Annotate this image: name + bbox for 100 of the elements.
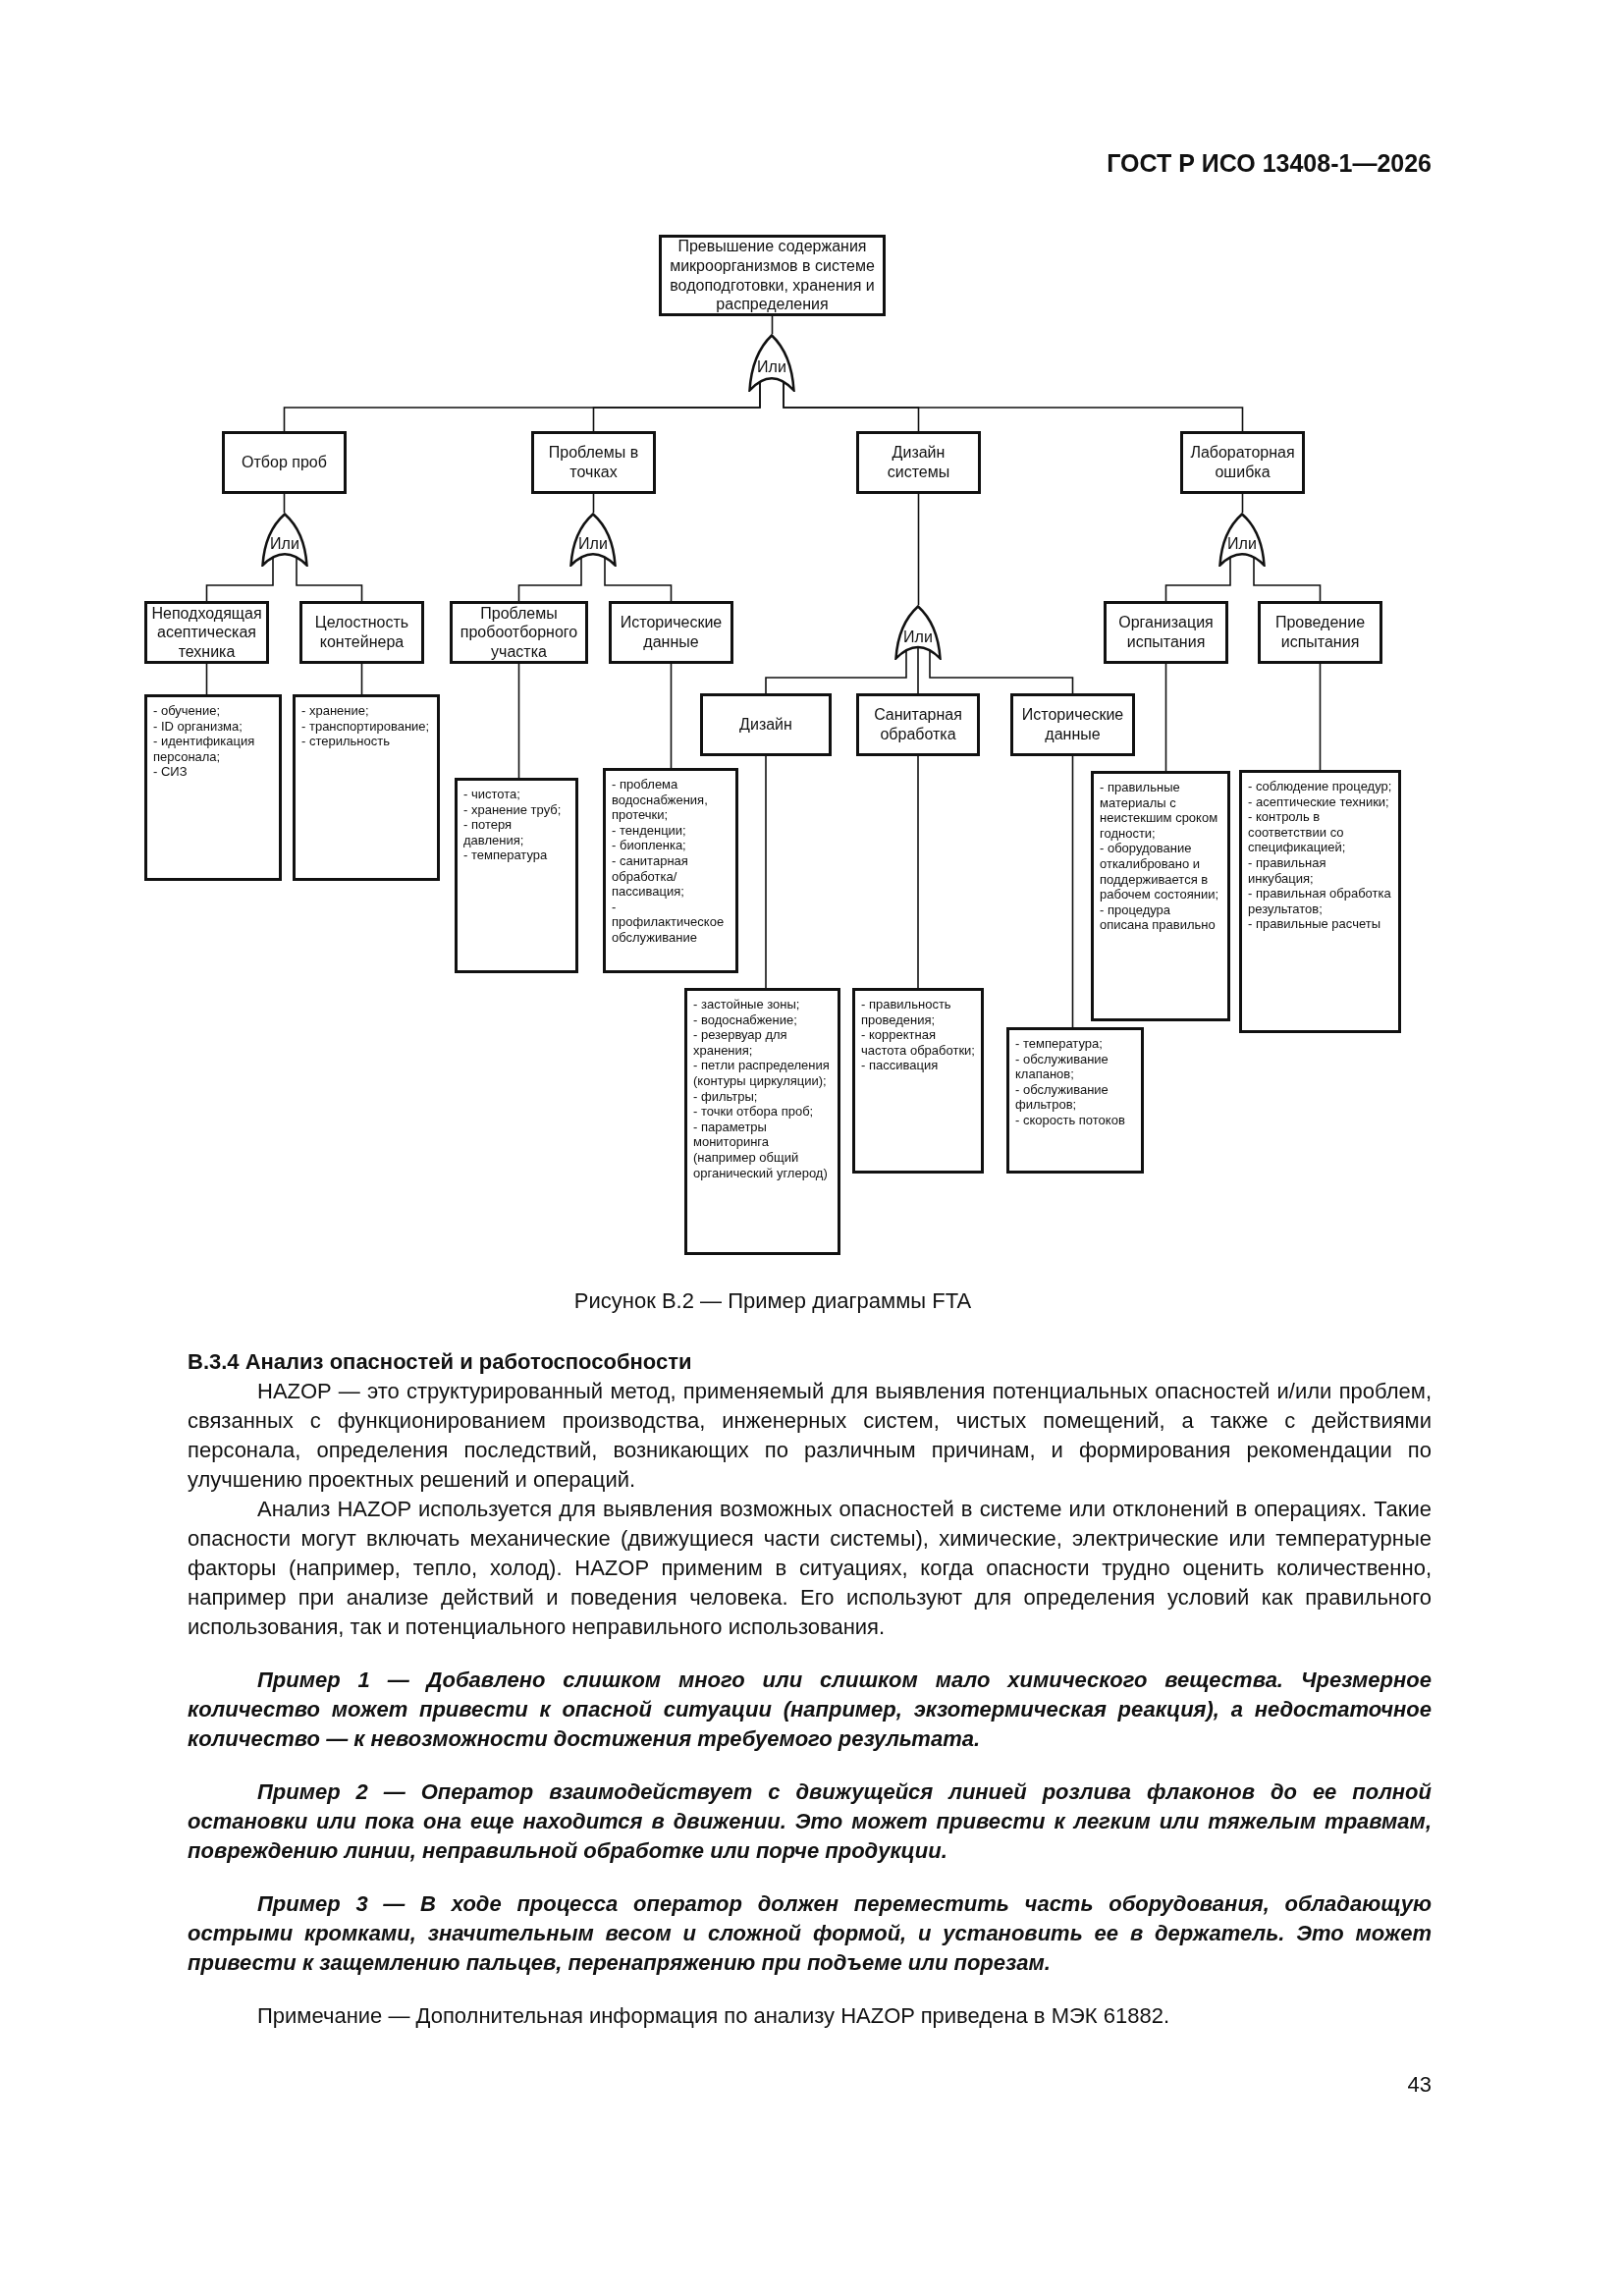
box-text: Неподходящая асептическая техника bbox=[151, 603, 262, 662]
list-item: - правильные материалы с неистекшим сроком годности; bbox=[1100, 780, 1219, 842]
list-item: - СИЗ bbox=[153, 764, 189, 780]
event-box bbox=[1258, 601, 1382, 664]
connector-line bbox=[592, 493, 595, 514]
list-item: - точки отбора проб; bbox=[693, 1104, 815, 1120]
example-paragraph: Пример 2 — Оператор взаимодействует с движущейся линией розлива флаконов до ее полной остановки или пока она еще находится в движении. Это может привести к легким или тяжелым травмам, повреждению линии, неправильной обработке или порче продукции. bbox=[188, 1778, 1432, 1865]
box-text: Превышение содержания микроорганизмов в системе водоподготовки, хранения и распределения bbox=[669, 237, 876, 314]
note-paragraph: Примечание — Дополнительная информация по анализу HAZOP приведена в МЭК 61882. bbox=[256, 2002, 1171, 2030]
list-item: - стерильность bbox=[301, 734, 391, 749]
event-box bbox=[299, 601, 424, 664]
event-box bbox=[450, 601, 588, 664]
body-paragraph: Анализ HAZOP используется для выявления возможных опасностей в системе или отклонений в операциях. Такие опасности могут включать механические (движущиеся части системы), химические, электрические или температурные факторы (например, тепло, холод). HAZOP применим в ситуациях, когда опасности трудно оценить количественно, например при анализе действий и поведения человека. Его используют для определения условий как правильного использования, так и потенциального неправильного использования. bbox=[188, 1496, 1432, 1641]
list-box bbox=[1091, 771, 1230, 1021]
list-item: - профилактическое обслуживание bbox=[612, 899, 726, 946]
box-text: Проблемы пробоотборного участка bbox=[459, 603, 579, 662]
connector-line bbox=[1164, 663, 1167, 772]
list-item: - контроль в соответствии со спецификацией; bbox=[1248, 809, 1347, 855]
section-heading: В.3.4 Анализ опасностей и работоспособности bbox=[188, 1348, 693, 1376]
connector-line bbox=[670, 663, 673, 769]
gate-label: Или bbox=[902, 628, 934, 646]
event-box bbox=[1010, 693, 1135, 756]
list-item: - чистота; bbox=[463, 787, 521, 802]
list-box bbox=[455, 778, 578, 973]
list-item: - правильная инкубация; bbox=[1248, 854, 1327, 887]
connector-line bbox=[765, 755, 767, 989]
list-item: - идентификация персонала; bbox=[153, 734, 256, 765]
box-text: Санитарная обработка bbox=[873, 705, 963, 744]
list-box bbox=[852, 988, 984, 1174]
list-item: - ID организма; bbox=[153, 718, 243, 735]
event-box bbox=[609, 601, 733, 664]
list-box bbox=[293, 694, 440, 881]
list-item: - биопленка; bbox=[612, 838, 687, 853]
list-item: - корректная частота обработки; bbox=[861, 1027, 975, 1059]
event-box bbox=[1180, 431, 1305, 494]
connector-line bbox=[1071, 755, 1074, 1028]
connector-line bbox=[205, 663, 208, 695]
list-item: - транспортирование; bbox=[301, 718, 431, 735]
list-item: - обслуживание фильтров; bbox=[1015, 1081, 1109, 1113]
event-box bbox=[531, 431, 656, 494]
list-item: - правильная обработка результатов; bbox=[1248, 886, 1392, 917]
connector-line bbox=[1241, 493, 1244, 514]
page-number: 43 bbox=[1406, 2072, 1432, 2098]
box-text: Проведение испытания bbox=[1273, 613, 1367, 652]
list-item: - водоснабжение; bbox=[693, 1011, 798, 1028]
list-item: - обслуживание клапанов; bbox=[1015, 1051, 1109, 1082]
figure-caption: Рисунок В.2 — Пример диаграммы FTA bbox=[572, 1288, 973, 1314]
example-paragraph: Пример 3 — В ходе процесса оператор должен переместить часть оборудования, обладающую острыми кромками, значительным весом и сложной формой, и установить ее в держатель. Это может привести к защемлению пальцев, перенапряжению при подъеме или порезам. bbox=[188, 1890, 1432, 1977]
box-text: Проблемы в точках bbox=[547, 443, 640, 482]
event-box bbox=[222, 431, 347, 494]
list-item: - асептические техники; bbox=[1248, 793, 1390, 810]
list-box bbox=[603, 768, 738, 973]
box-text: Дизайн системы bbox=[886, 443, 951, 482]
connector-line bbox=[360, 663, 363, 695]
list-item: - проблема водоснабжения, протечки; bbox=[612, 777, 709, 823]
box-text: Организация испытания bbox=[1117, 613, 1215, 652]
list-item: - обучение; bbox=[153, 703, 222, 719]
list-box bbox=[1239, 770, 1401, 1033]
list-item: - хранение труб; bbox=[463, 801, 563, 818]
document-number: ГОСТ Р ИСО 13408-1—2026 bbox=[1106, 149, 1432, 178]
list-item: - фильтры; bbox=[693, 1088, 759, 1105]
list-item: - санитарная обработка/ пассивация; bbox=[612, 852, 689, 900]
example-paragraph: Пример 1 — Добавлено слишком много или слишком мало химического вещества. Чрезмерное количество может привести к опасной ситуации (например, экзотермическая реакция), а недостаточное количество — к невозможности достижения требуемого результата. bbox=[188, 1667, 1432, 1753]
connector-line bbox=[517, 663, 520, 779]
list-item: - процедура описана правильно bbox=[1100, 902, 1217, 933]
box-text: Целостность контейнера bbox=[313, 613, 410, 652]
list-item: - застойные зоны; bbox=[693, 997, 801, 1012]
event-box bbox=[856, 431, 981, 494]
connector-line bbox=[1319, 663, 1322, 771]
box-text: Дизайн bbox=[739, 715, 792, 735]
list-item: - потеря давления; bbox=[463, 817, 525, 848]
event-box bbox=[856, 693, 980, 756]
list-item: - скорость потоков bbox=[1015, 1112, 1126, 1128]
event-box bbox=[144, 601, 269, 664]
list-item: - оборудование откалибровано и поддерживается в рабочем состоянии; bbox=[1100, 841, 1220, 902]
gate-label: Или bbox=[756, 357, 787, 376]
list-item: - температура bbox=[463, 847, 549, 863]
box-text: Исторические данные bbox=[1020, 705, 1125, 744]
box-text: Отбор проб bbox=[242, 453, 327, 472]
list-item: - параметры мониторинга (например общий органический углерод) bbox=[693, 1119, 829, 1181]
list-item: - пассивация bbox=[861, 1058, 940, 1073]
body-paragraph: HAZOP — это структурированный метод, применяемый для выявления потенциальных опасностей и/или проблем, связанных с функционированием производства, инженерных систем, чистых помещений, а также с действиями персонала, определения последствий, возникающих по различным причинам, и формирования рекомендации по улучшению проектных решений и операций. bbox=[188, 1378, 1432, 1494]
list-item: - правильность проведения; bbox=[861, 997, 952, 1028]
list-item: - хранение; bbox=[301, 703, 370, 719]
box-text: Лабораторная ошибка bbox=[1189, 443, 1296, 482]
gate-label: Или bbox=[269, 535, 300, 554]
list-item: - петли распределения (контуры циркуляции); bbox=[693, 1058, 831, 1089]
list-item: - правильные расчеты bbox=[1248, 916, 1381, 932]
connector-line bbox=[917, 493, 920, 606]
event-box bbox=[1104, 601, 1228, 664]
list-item: - температура; bbox=[1015, 1036, 1104, 1052]
list-item: - соблюдение процедур; bbox=[1248, 779, 1392, 794]
event-box bbox=[700, 693, 832, 756]
connector-line bbox=[283, 493, 286, 514]
connector-line bbox=[917, 755, 919, 989]
list-item: - резервуар для хранения; bbox=[693, 1027, 788, 1059]
list-item: - тенденции; bbox=[612, 822, 687, 839]
gate-label: Или bbox=[577, 535, 609, 554]
list-box bbox=[144, 694, 282, 881]
list-box bbox=[1006, 1027, 1144, 1174]
